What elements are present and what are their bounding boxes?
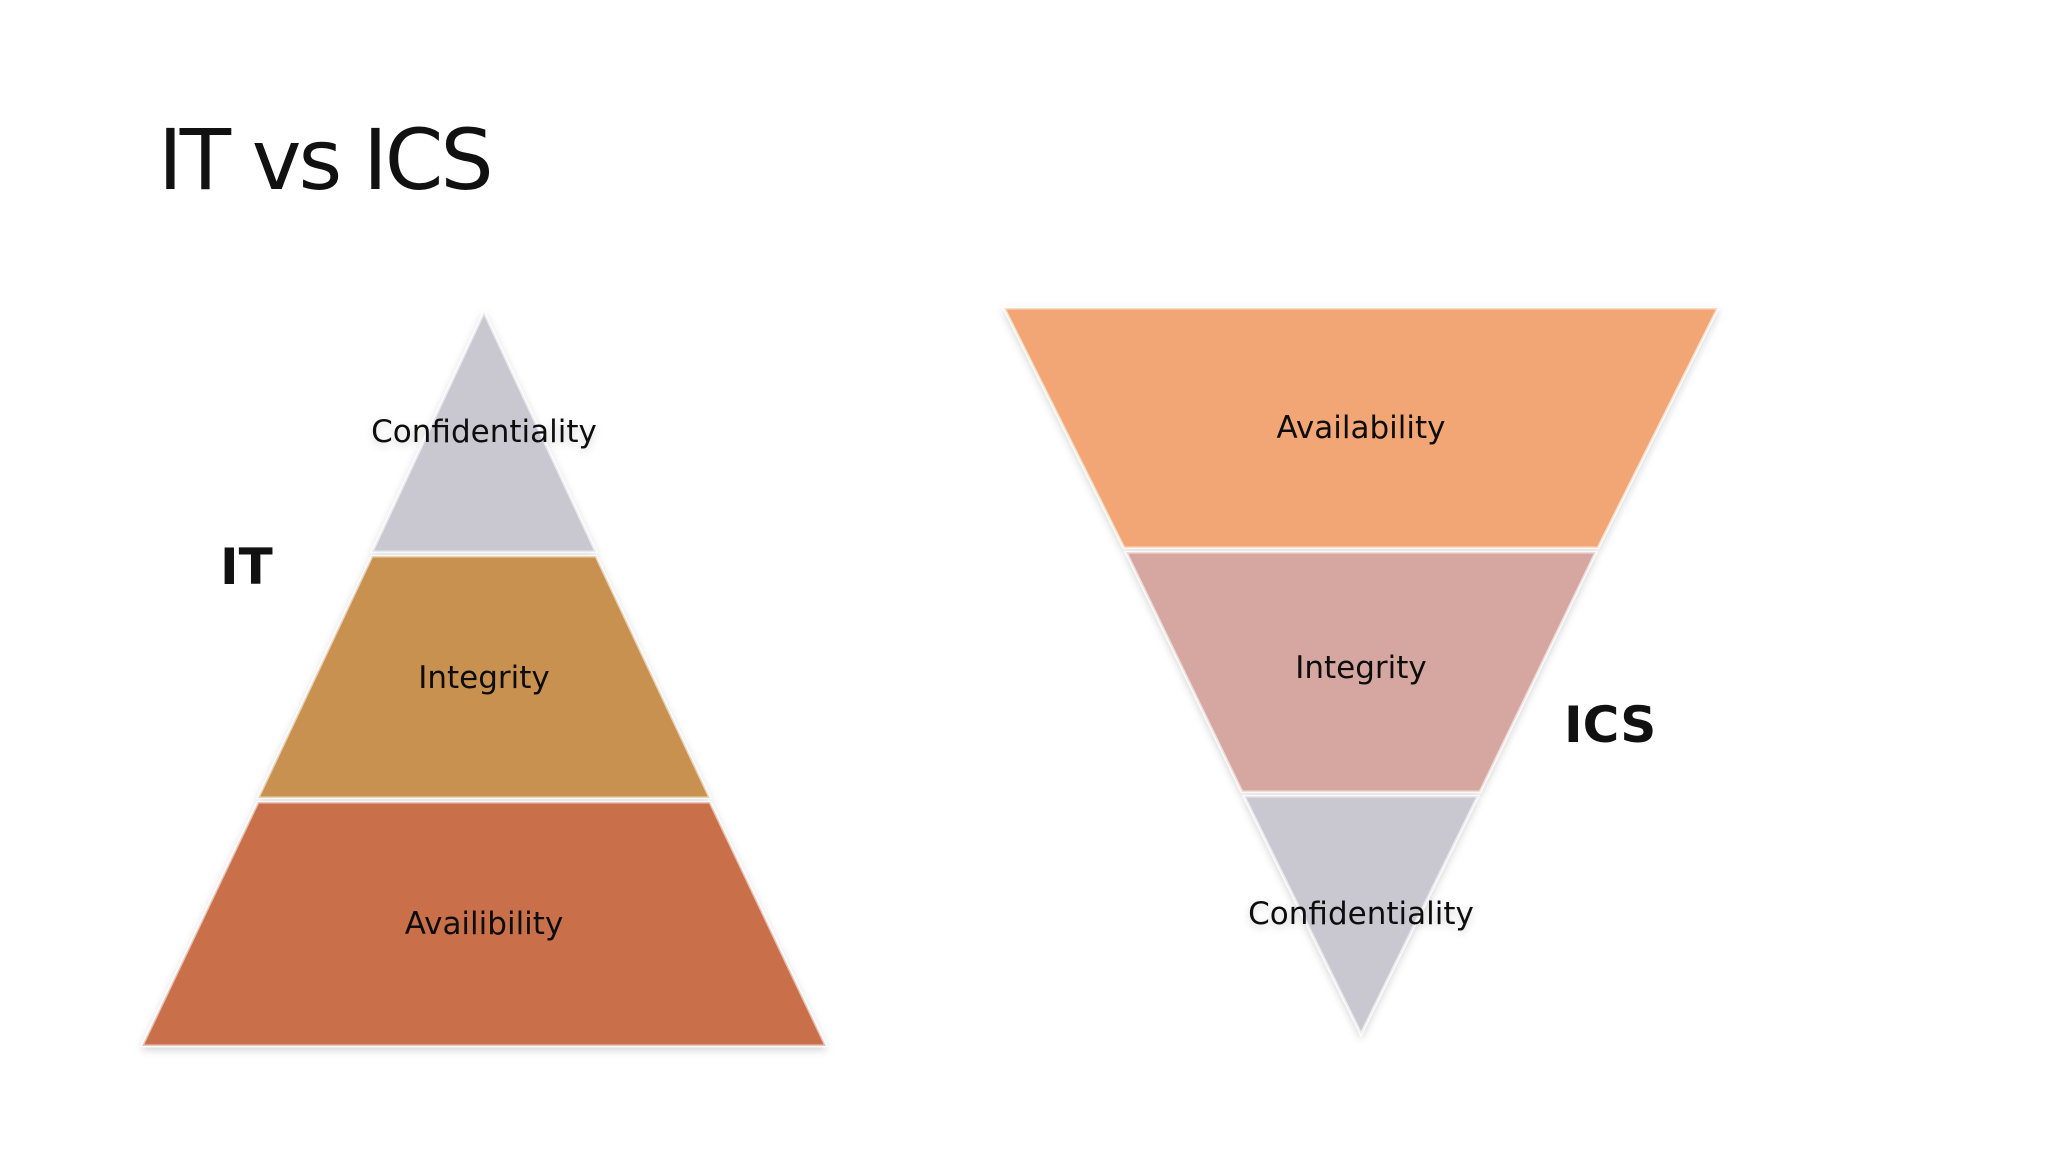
slide-title: IT vs ICS <box>158 111 494 209</box>
it-segment-integrity <box>255 554 713 800</box>
ics-segment-integrity <box>1123 550 1599 794</box>
it-segment-label-integrity: Integrity <box>418 660 550 696</box>
it-segment-label-confidentiality: Confidentiality <box>371 414 597 450</box>
ics-label: ICS <box>1564 696 1657 754</box>
ics-segment-label-confidentiality: Confidentiality <box>1248 896 1474 932</box>
ics-segment-label-availability: Availability <box>1277 410 1446 446</box>
ics-segment-confidentiality <box>1241 794 1481 1038</box>
it-label: IT <box>220 538 273 596</box>
ics-pyramid: Availability Integrity Confidentiality <box>1001 306 1721 1038</box>
it-segment-confidentiality <box>369 308 599 554</box>
it-segment-label-availability: Availibility <box>405 906 564 942</box>
ics-segment-label-integrity: Integrity <box>1295 650 1427 686</box>
it-segment-availability <box>139 800 829 1048</box>
ics-segment-availability <box>1001 306 1721 550</box>
it-pyramid: Confidentiality Integrity Availibility <box>139 308 829 1048</box>
